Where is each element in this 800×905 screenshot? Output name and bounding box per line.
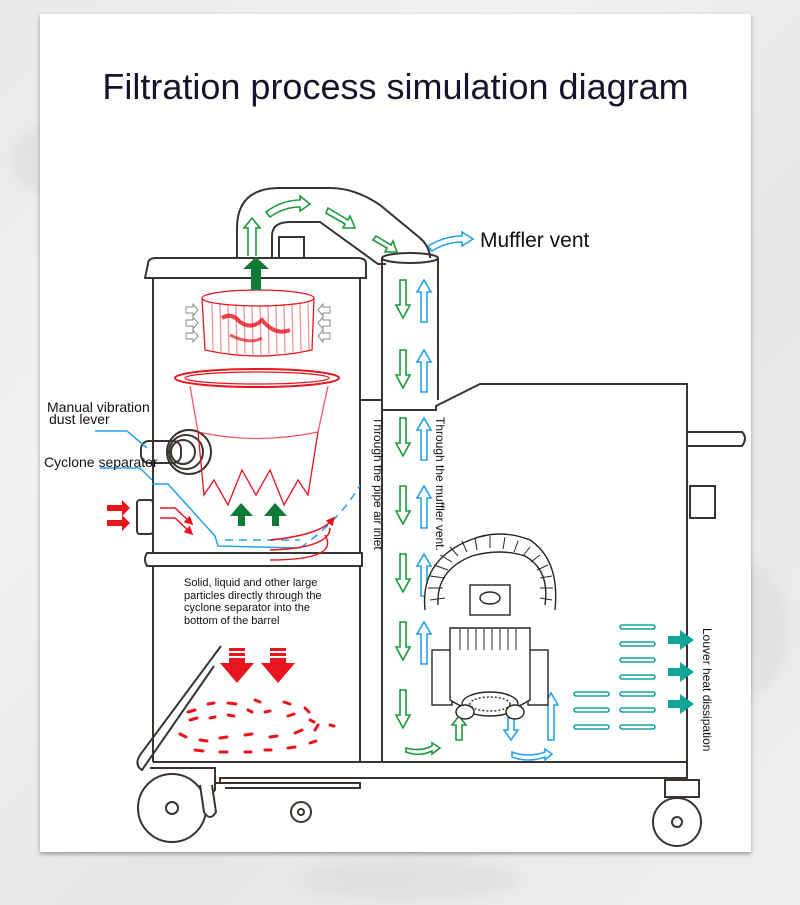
swirl-arrows <box>160 507 335 561</box>
filter-cartridge <box>201 289 315 357</box>
barrel-lid <box>143 257 367 279</box>
blower-junction-box <box>469 584 511 616</box>
motor-end-cap <box>461 691 519 717</box>
red-right-arrows-icon <box>107 500 130 531</box>
blower-motor <box>423 533 557 720</box>
gooseneck-pipe <box>236 187 431 259</box>
label-leaders <box>95 430 153 481</box>
wheels <box>137 773 702 847</box>
louver-heat-label: Louver heat dissipation <box>700 628 714 752</box>
cyclone-guide-line <box>152 483 301 549</box>
settled-dust-particles <box>178 698 336 754</box>
red-down-arrows-icon <box>220 648 295 683</box>
pipe-airflow-arrows <box>242 194 468 756</box>
dust-lever-handle <box>136 645 222 772</box>
large-particles-description: Solid, liquid and other large particles … <box>184 577 322 627</box>
page-title: Filtration process simulation diagram <box>102 66 689 107</box>
chassis <box>153 761 688 783</box>
muffler-column <box>359 258 439 410</box>
inlet-port <box>136 499 154 535</box>
motor-housing <box>381 383 688 772</box>
manual-vibration-label-line1: Manual vibration <box>47 399 150 415</box>
lower-barrel <box>152 566 361 762</box>
upper-barrel <box>152 278 361 553</box>
background-texture <box>300 860 520 900</box>
side-socket <box>689 485 716 519</box>
teal-right-arrows-icon <box>668 630 694 714</box>
pipe-air-inlet-label: Through the pipe air inlet <box>371 417 385 550</box>
green-up-arrows-icon <box>230 257 287 526</box>
barrel-ring <box>144 552 363 567</box>
manual-vibration-label-line2: dust lever <box>49 411 110 427</box>
cyclone-cone <box>174 368 340 507</box>
cyclone-separator-label: Cyclone separator <box>44 454 158 470</box>
louvers <box>573 624 656 730</box>
pipe-stub <box>278 236 305 259</box>
vibration-knob <box>140 440 182 464</box>
push-handle <box>687 431 746 447</box>
machine-outline <box>136 187 746 826</box>
filter-inflow-arrows <box>185 302 331 344</box>
muffler-vent-path-label: Through the muffler vent. <box>433 417 447 551</box>
muffler-vent-label: Muffler vent <box>480 229 590 252</box>
